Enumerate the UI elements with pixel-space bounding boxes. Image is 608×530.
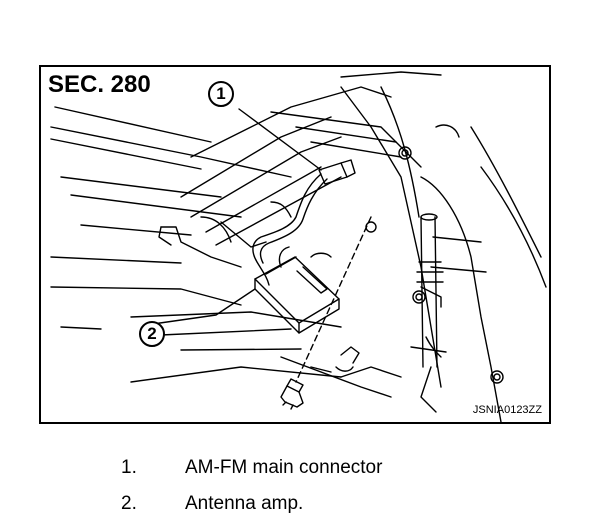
body-structure bbox=[340, 71, 547, 422]
bolt-install-line bbox=[280, 216, 372, 410]
bracket bbox=[158, 216, 267, 268]
figure-id: JSNIA0123ZZ bbox=[472, 404, 542, 416]
trim-panel-lines bbox=[50, 86, 422, 264]
callout-1: 1 bbox=[208, 81, 234, 107]
legend-text: AM-FM main connector bbox=[185, 457, 383, 478]
am-fm-connector-shape bbox=[318, 159, 356, 185]
legend-text: Antenna amp. bbox=[185, 493, 304, 514]
antenna-amp-illustration bbox=[50, 71, 547, 422]
illustration-frame: SEC. 280 1 2 JSNIA0123ZZ bbox=[39, 65, 551, 424]
leader-lines bbox=[152, 108, 322, 325]
antenna-amp-shape bbox=[254, 246, 340, 334]
floor-lines bbox=[50, 286, 402, 398]
callout-2: 2 bbox=[139, 321, 165, 347]
strut bbox=[416, 213, 444, 368]
antenna-cable bbox=[252, 173, 328, 286]
section-label: SEC. 280 bbox=[48, 71, 151, 98]
harness-clip bbox=[310, 346, 360, 373]
legend-number: 2. bbox=[121, 493, 137, 514]
legend-item: 1. AM-FM main connector bbox=[0, 457, 608, 483]
legend-item: 2. Antenna amp. bbox=[0, 493, 608, 519]
legend-number: 1. bbox=[121, 457, 137, 478]
